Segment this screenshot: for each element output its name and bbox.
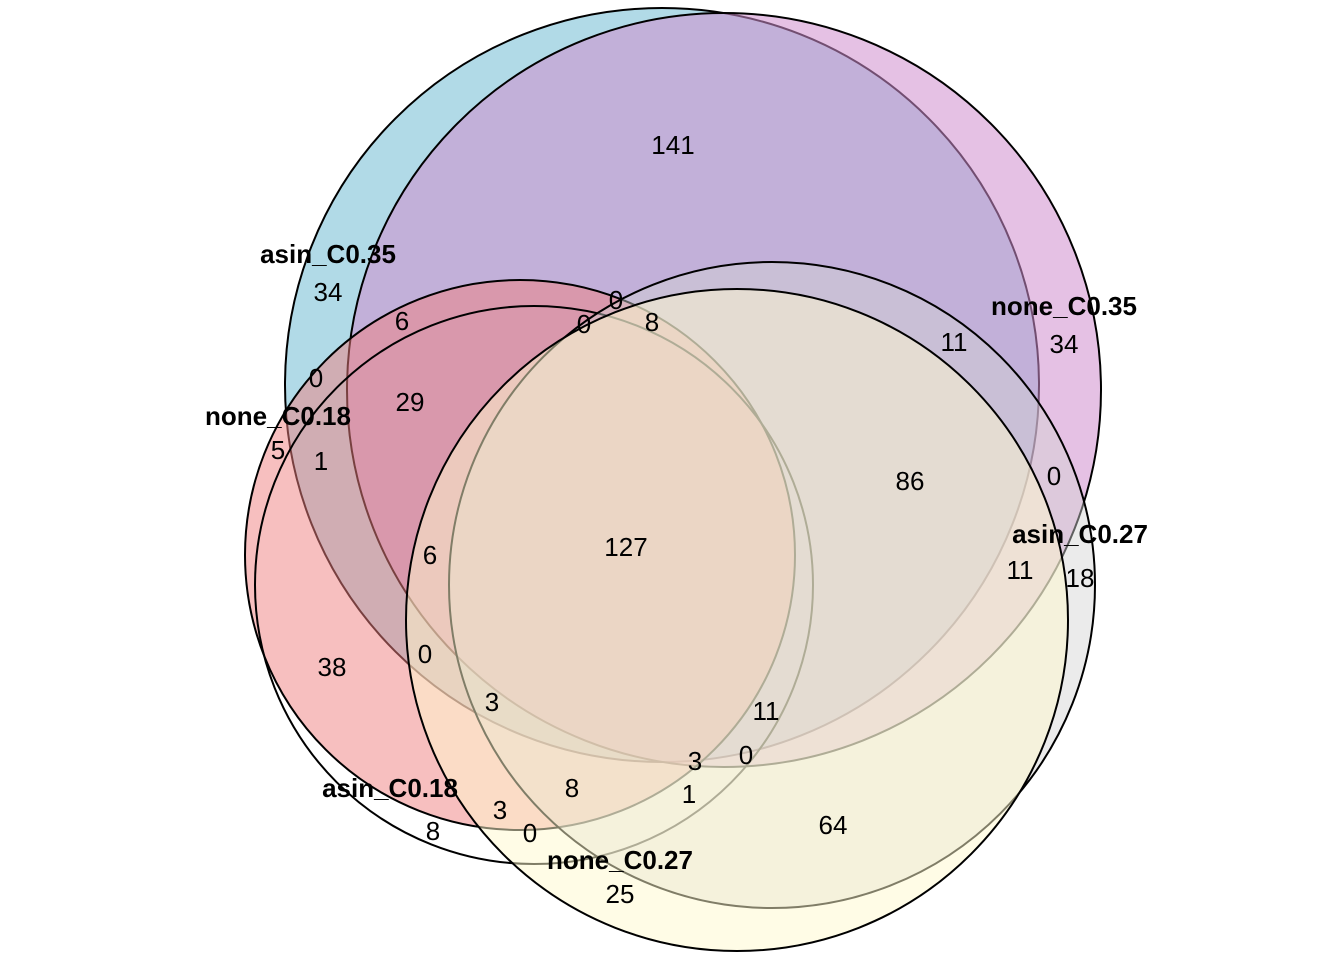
region-count: 0 [523,818,537,848]
region-count: 11 [753,696,780,726]
region-count: 11 [1007,555,1034,585]
region-count: 11 [941,327,968,357]
region-count: 8 [565,773,579,803]
region-count: 0 [739,740,753,770]
region-count: 3 [688,746,702,776]
region-count: 3 [485,687,499,717]
set-unique-count: 34 [1050,329,1079,359]
region-count: 0 [609,285,623,315]
region-count: 86 [896,466,925,496]
region-count: 0 [418,639,432,669]
set-unique-count: 5 [271,435,285,465]
region-count: 6 [395,306,409,336]
region-count: 64 [819,810,848,840]
set-unique-count: 25 [606,879,635,909]
region-count: 127 [604,532,647,562]
region-count: 0 [309,363,323,393]
set-label: none_C0.27 [547,845,693,875]
region-count: 141 [651,130,694,160]
set-circle-none-c0-27 [405,288,1069,952]
set-unique-count: 18 [1066,563,1095,593]
region-count: 0 [577,309,591,339]
set-label: asin_C0.18 [322,773,458,803]
region-count: 29 [396,387,425,417]
set-unique-count: 8 [426,816,440,846]
region-count: 1 [314,446,328,476]
region-count: 0 [1047,461,1061,491]
set-unique-count: 34 [314,277,343,307]
region-count: 6 [423,540,437,570]
set-label: none_C0.35 [991,291,1137,321]
set-label: asin_C0.35 [260,239,396,269]
region-count: 1 [682,779,696,809]
set-label: asin_C0.27 [1012,519,1148,549]
region-count: 8 [645,307,659,337]
set-label: none_C0.18 [205,401,351,431]
region-count: 38 [318,652,347,682]
region-count: 3 [493,795,507,825]
